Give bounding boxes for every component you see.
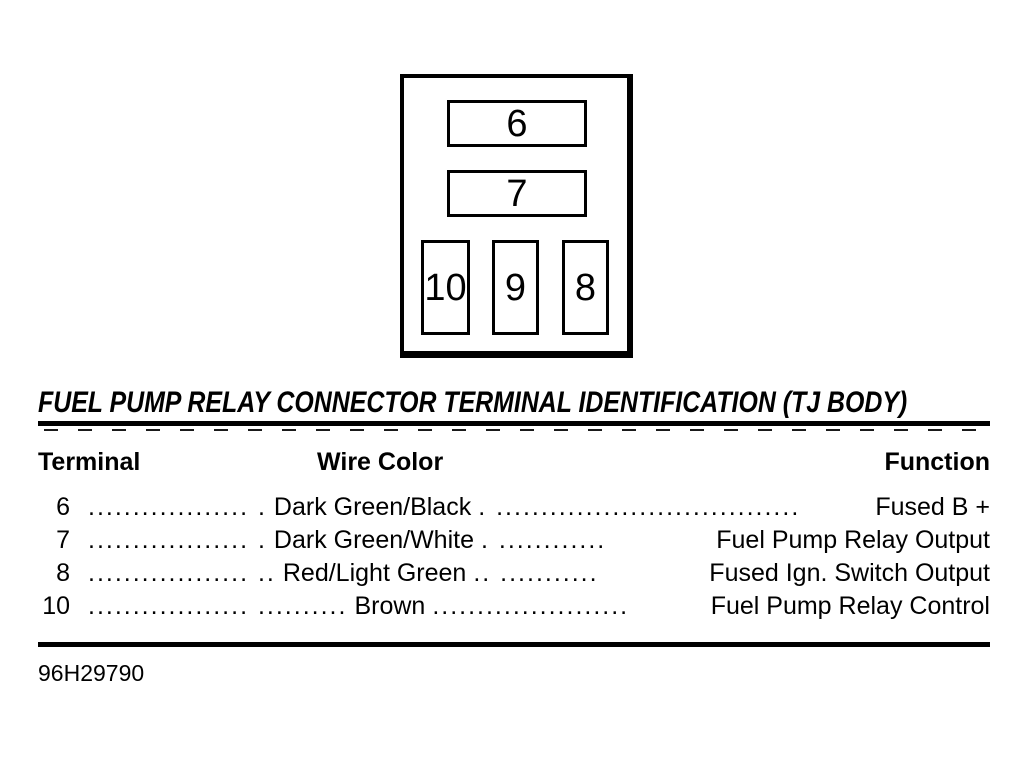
terminal-number: 6 (56, 493, 70, 521)
table-row-terminal-6: 6 .................. . Dark Green/Black … (38, 491, 990, 524)
wire-color: Red/Light Green (282, 559, 467, 587)
dot-leader: .................. . (88, 493, 267, 521)
table-row-terminal-7: 7 .................. . Dark Green/White … (38, 524, 990, 557)
terminal-number: 10 (42, 592, 70, 620)
pin-cavity-7: 7 (447, 170, 587, 217)
title-rule-artifact (44, 429, 982, 431)
column-header-function: Function (884, 448, 990, 476)
pin-cavity-6: 6 (447, 100, 587, 147)
terminal-table: 6 .................. . Dark Green/Black … (38, 491, 990, 623)
fuel-pump-relay-connector-diagram: 6 7 10 9 8 (400, 74, 633, 358)
footer-rule (38, 642, 990, 647)
dot-leader: .................. .. (88, 559, 276, 587)
document-number: 96H29790 (38, 660, 145, 686)
pin-label-9: 9 (504, 266, 527, 309)
title-rule (38, 421, 990, 426)
pin-label-6: 6 (506, 102, 528, 145)
wire-color: Dark Green/White (273, 526, 474, 554)
dot-leader: .................. .......... (88, 592, 348, 620)
pin-label-8: 8 (574, 266, 597, 309)
terminal-function: Fuel Pump Relay Output (716, 526, 990, 554)
pin-cavity-9: 9 (492, 240, 539, 335)
terminal-table-header: Terminal Wire Color Function (38, 448, 990, 478)
column-header-wire-color: Wire Color (317, 448, 444, 476)
dot-leader: .. ........... (473, 559, 599, 587)
column-header-terminal: Terminal (38, 448, 141, 476)
dot-leader: . .................................. (478, 493, 801, 521)
terminal-number: 7 (56, 526, 70, 554)
terminal-function: Fused Ign. Switch Output (709, 559, 990, 587)
dot-leader: .................. . (88, 526, 267, 554)
pin-label-7: 7 (506, 172, 528, 215)
section-title: FUEL PUMP RELAY CONNECTOR TERMINAL IDENT… (38, 386, 908, 419)
terminal-function: Fuel Pump Relay Control (710, 592, 990, 620)
wire-color: Brown (354, 592, 426, 620)
dot-leader: ...................... (432, 592, 630, 620)
table-row-terminal-8: 8 .................. .. Red/Light Green … (38, 557, 990, 590)
pin-label-10: 10 (424, 266, 467, 309)
terminal-function: Fused B + (875, 493, 990, 521)
wire-color: Dark Green/Black (273, 493, 472, 521)
terminal-number: 8 (56, 559, 70, 587)
pin-cavity-8: 8 (562, 240, 609, 335)
table-row-terminal-10: 10 .................. .......... Brown .… (38, 590, 990, 623)
dot-leader: . ............ (480, 526, 607, 554)
pin-cavity-10: 10 (421, 240, 470, 335)
